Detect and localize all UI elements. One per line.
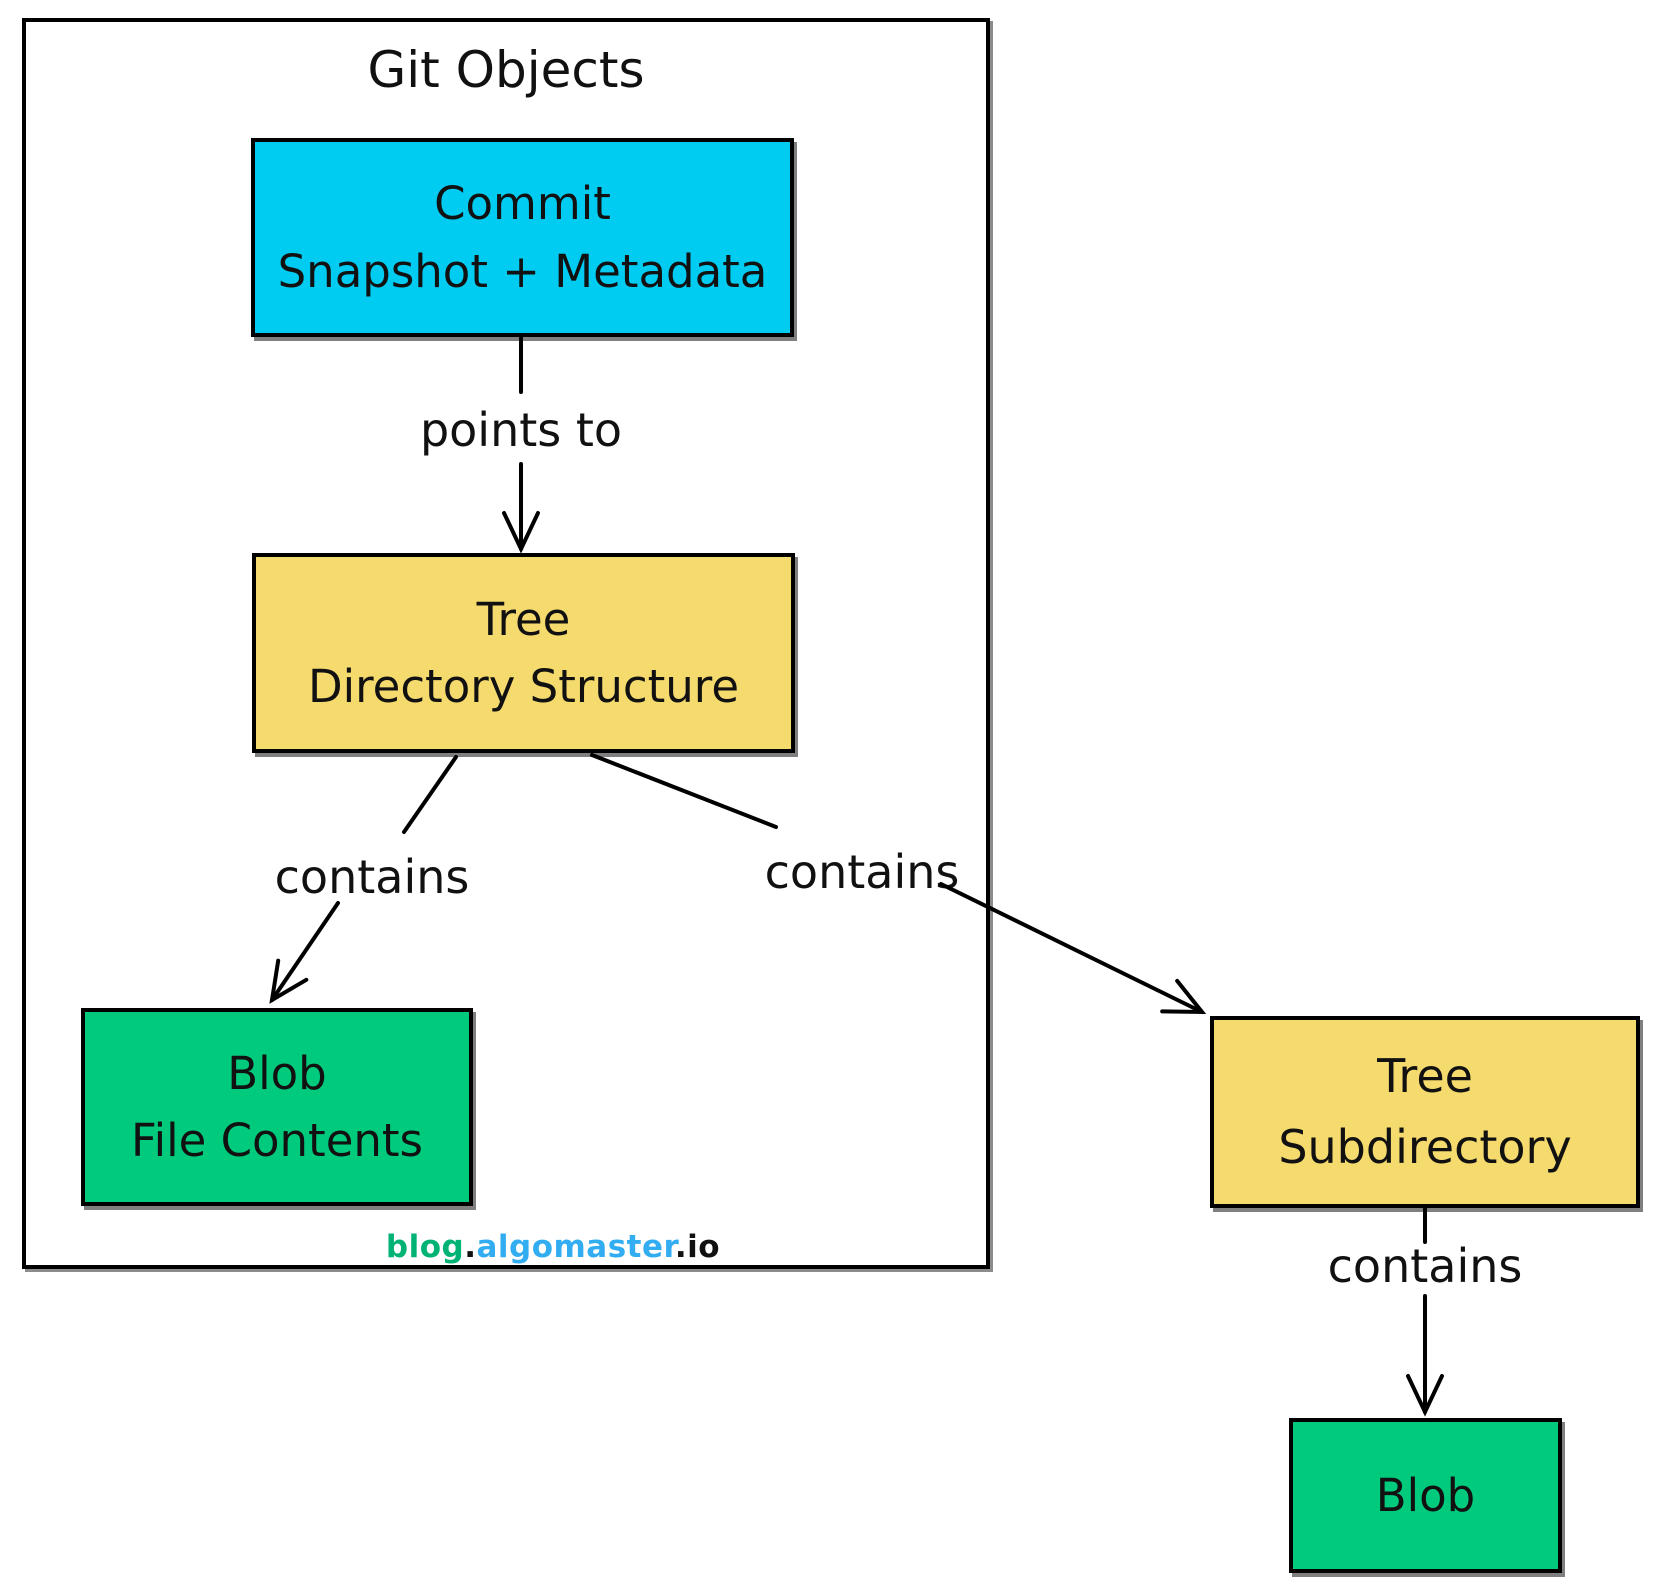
- commit-node-subtitle: Snapshot + Metadata: [277, 244, 768, 298]
- edge-label-points-to: points to: [413, 403, 629, 457]
- tree-node: Tree Directory Structure: [252, 553, 795, 753]
- blob-node-title: Blob: [227, 1046, 327, 1100]
- blob-node-subtitle: File Contents: [130, 1114, 424, 1167]
- branding-dot2: .: [674, 1229, 688, 1265]
- branding-algomaster: algomaster: [476, 1229, 675, 1265]
- tree-node-subtitle: Directory Structure: [307, 660, 740, 713]
- group-title: Git Objects: [367, 41, 645, 99]
- branding-io: io: [687, 1229, 721, 1265]
- tree-subdirectory-node-title: Tree: [1377, 1048, 1473, 1103]
- blob-subdirectory-node: Blob: [1289, 1418, 1562, 1573]
- edge-label-contains-subtree-blob: contains: [1321, 1239, 1529, 1293]
- tree-subdirectory-node-subtitle: Subdirectory: [1278, 1120, 1572, 1174]
- blob-node: Blob File Contents: [81, 1008, 473, 1206]
- edge-label-contains-tree-blob: contains: [268, 850, 476, 904]
- git-objects-group-box: [22, 18, 990, 1269]
- branding-text: blog.algomaster.io: [386, 1229, 720, 1265]
- branding-blog: blog: [385, 1229, 465, 1265]
- tree-node-title: Tree: [476, 592, 571, 646]
- commit-node-title: Commit: [434, 177, 611, 230]
- tree-subdirectory-node: Tree Subdirectory: [1210, 1016, 1640, 1208]
- branding-dot1: .: [464, 1229, 477, 1265]
- edge-label-contains-tree-subtree: contains: [758, 845, 966, 899]
- blob-subdirectory-node-title: Blob: [1375, 1468, 1476, 1522]
- commit-node: Commit Snapshot + Metadata: [251, 138, 794, 337]
